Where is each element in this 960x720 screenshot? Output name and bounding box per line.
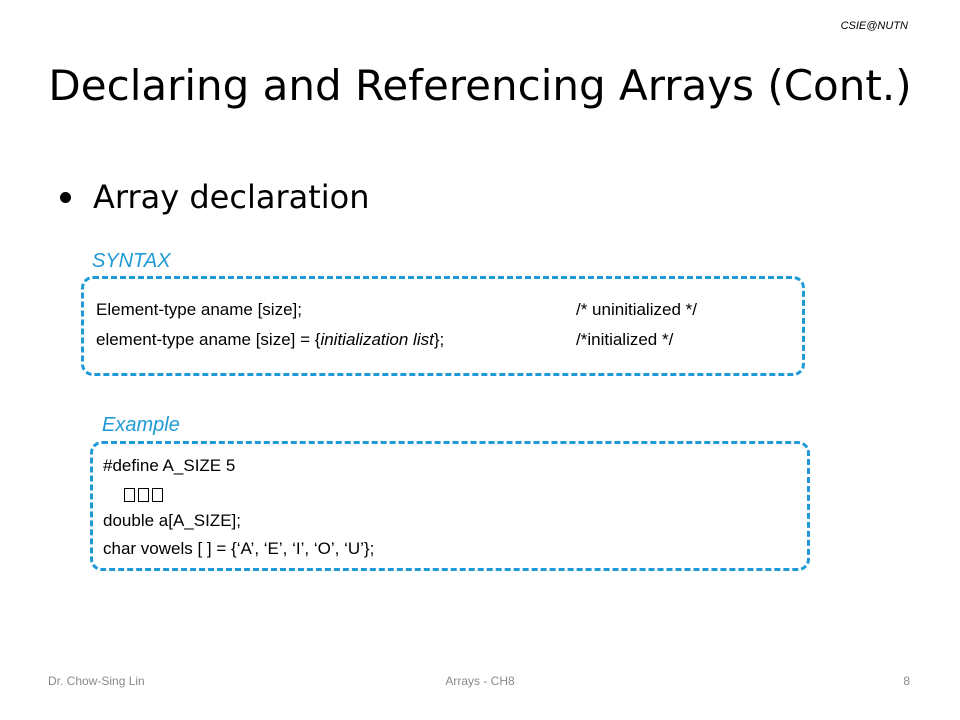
footer-chapter: Arrays - CH8 — [445, 674, 515, 688]
example-label: Example — [102, 414, 180, 436]
syntax-label: SYNTAX — [92, 250, 171, 272]
missing-glyph-icon — [152, 487, 163, 502]
example-line-4: char vowels [ ] = {‘A’, ‘E’, ‘I’, ‘O’, ‘… — [103, 539, 375, 558]
example-box — [90, 441, 810, 571]
missing-glyph-icon — [138, 487, 149, 502]
example-line-3: double a[A_SIZE]; — [103, 511, 241, 530]
syntax-line-2-pre: element-type aname [size] = { — [96, 330, 321, 349]
bullet-item: Array declaration — [60, 178, 370, 216]
example-ellipsis — [124, 484, 166, 504]
syntax-line-1-code: Element-type aname [size]; — [96, 300, 302, 319]
footer-page-number: 8 — [903, 674, 910, 688]
syntax-line-2-italic: initialization list — [320, 330, 434, 349]
syntax-line-2-code: element-type aname [size] = {initializat… — [96, 330, 444, 350]
example-line-1: #define A_SIZE 5 — [103, 456, 236, 475]
bullet-dot-icon — [60, 191, 71, 203]
bullet-text: Array declaration — [93, 178, 370, 216]
missing-glyph-icon — [124, 487, 135, 502]
syntax-line-1-comment: /* uninitialized */ — [576, 300, 697, 319]
header-tag: CSIE@NUTN — [840, 20, 908, 32]
syntax-box — [81, 276, 805, 376]
syntax-line-2-post: }; — [433, 330, 445, 349]
slide-title: Declaring and Referencing Arrays (Cont.) — [48, 61, 912, 110]
syntax-line-2-comment: /*initialized */ — [576, 330, 674, 349]
footer-author: Dr. Chow-Sing Lin — [48, 674, 145, 688]
